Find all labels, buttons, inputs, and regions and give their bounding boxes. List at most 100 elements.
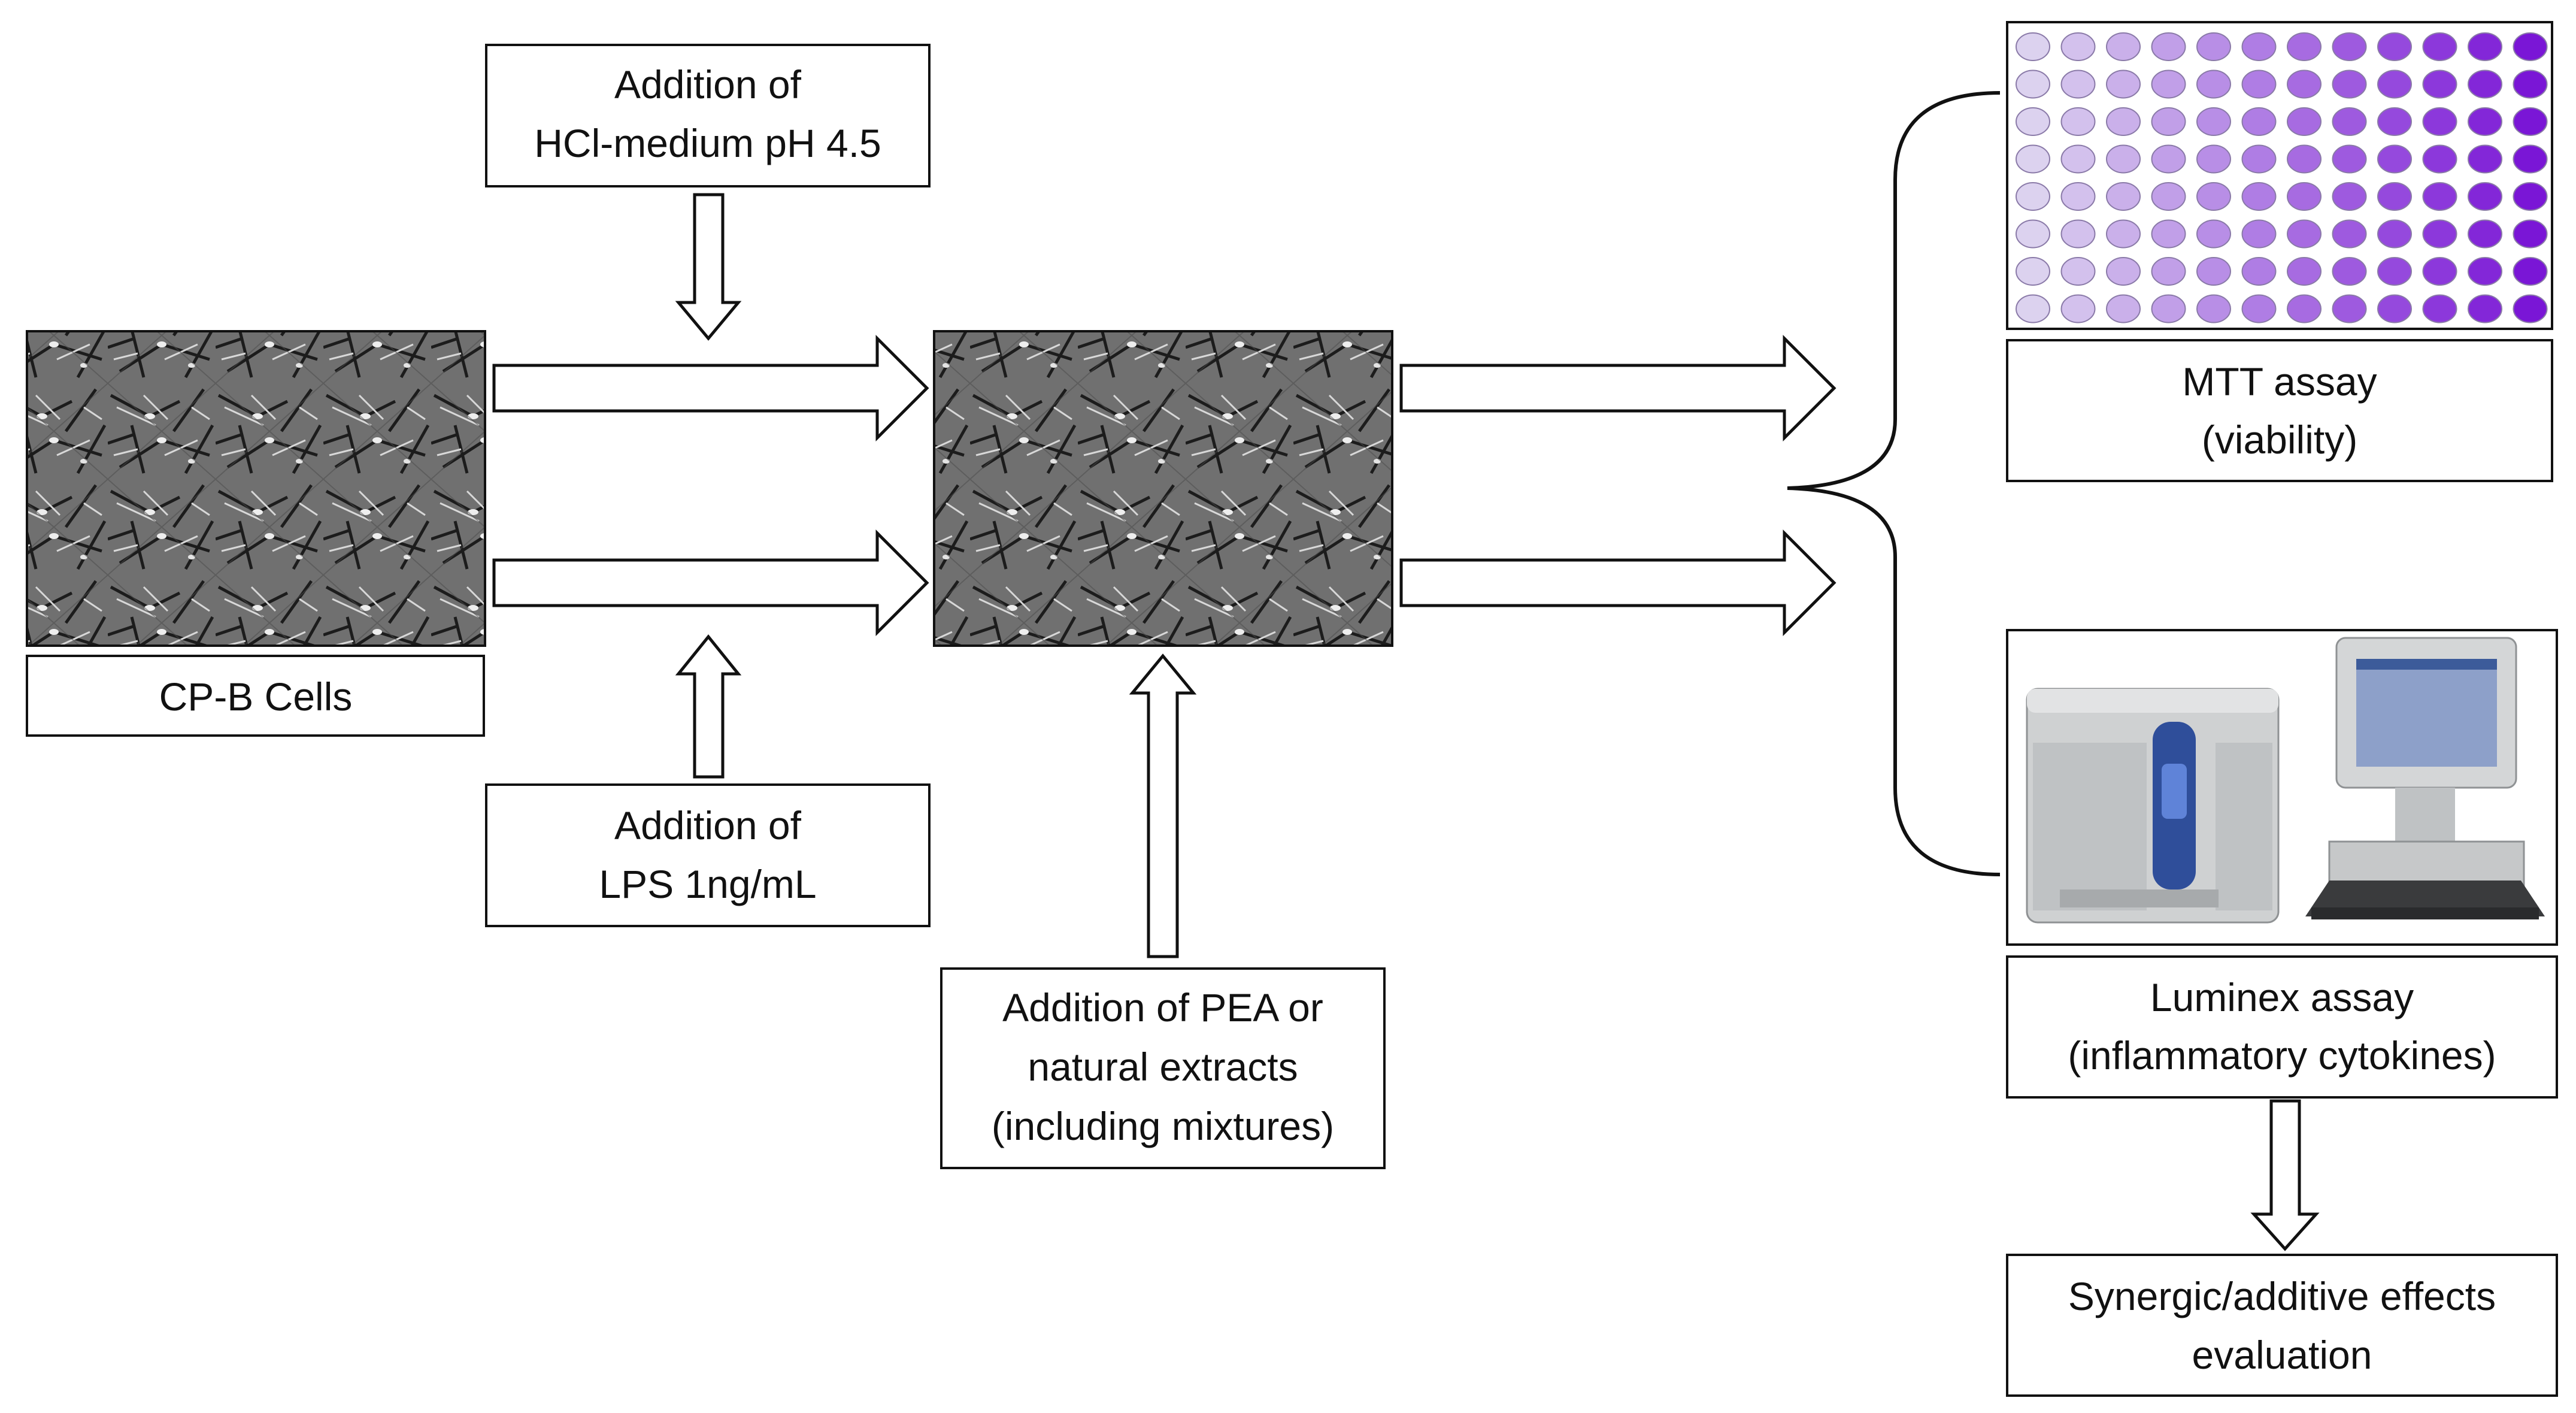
plate-well: [2241, 219, 2277, 249]
plate-well: [2422, 257, 2457, 286]
plate-well: [2060, 257, 2096, 286]
lps-label-line2: LPS 1ng/mL: [599, 862, 816, 906]
plate-well: [2422, 144, 2457, 174]
plate-well: [2287, 69, 2322, 99]
luminex-label-line2: (inflammatory cytokines): [2068, 1033, 2496, 1078]
plate-well: [2513, 32, 2548, 61]
plate-well: [2422, 219, 2457, 249]
plate-well: [2151, 107, 2186, 136]
plate-well: [2422, 294, 2457, 323]
cells-label-box: CP-B Cells: [26, 655, 485, 737]
plate-well: [2513, 257, 2548, 286]
plate-well: [2196, 69, 2231, 99]
plate-well: [2151, 182, 2186, 211]
plate-well: [2016, 144, 2050, 174]
plate-well: [2422, 107, 2457, 136]
mtt-label-line2: (viability): [2202, 417, 2357, 462]
analyzer-icon: [2026, 688, 2280, 924]
plate-well: [2513, 69, 2548, 99]
plate-well: [2377, 294, 2412, 323]
plate-well: [2196, 219, 2231, 249]
plate-well: [2060, 69, 2096, 99]
plate-well: [2332, 294, 2367, 323]
arrow-cells-to-treated-top: [492, 334, 929, 442]
plate-well: [2422, 69, 2457, 99]
plate-well: [2060, 144, 2096, 174]
synergy-box: Synergic/additive effects evaluation: [2006, 1254, 2558, 1397]
plate-well: [2241, 69, 2277, 99]
plate-well: [2332, 69, 2367, 99]
hcl-label-line2: HCl-medium pH 4.5: [534, 121, 881, 165]
plate-well: [2196, 32, 2231, 61]
plate-well: [2513, 294, 2548, 323]
mtt-box: MTT assay (viability): [2006, 339, 2553, 482]
plate-well: [2468, 32, 2502, 61]
plate-well: [2377, 219, 2412, 249]
synergy-label-line1: Synergic/additive effects: [2068, 1274, 2496, 1318]
plate-well: [2377, 182, 2412, 211]
plate-well: [2468, 294, 2502, 323]
plate-wells: [2016, 32, 2548, 323]
plate-well: [2151, 219, 2186, 249]
plate-well: [2332, 257, 2367, 286]
luminex-label-line1: Luminex assay: [2150, 975, 2414, 1019]
plate-well: [2016, 32, 2050, 61]
arrow-luminex-down: [2250, 1099, 2320, 1251]
plate-well: [2377, 69, 2412, 99]
plate-well: [2196, 257, 2231, 286]
plate-well: [2241, 107, 2277, 136]
plate-well: [2377, 257, 2412, 286]
plate-well: [2513, 107, 2548, 136]
plate-well: [2468, 182, 2502, 211]
plate-well: [2151, 69, 2186, 99]
luminex-instrument-image: [2006, 629, 2558, 946]
plate-well: [2106, 107, 2141, 136]
arrow-hcl-down: [675, 193, 742, 341]
plate-well: [2060, 32, 2096, 61]
cells-label: CP-B Cells: [159, 674, 353, 719]
plate-well: [2287, 182, 2322, 211]
plate-well: [2106, 219, 2141, 249]
arrow-treated-to-luminex: [1399, 529, 1836, 637]
plate-well: [2106, 32, 2141, 61]
lps-box: Addition of LPS 1ng/mL: [485, 783, 931, 927]
arrow-pea-up: [1129, 653, 1197, 958]
brace: [1787, 91, 2001, 876]
plate-well: [2287, 32, 2322, 61]
plate-well: [2377, 144, 2412, 174]
plate-well: [2196, 182, 2231, 211]
plate-well: [2106, 257, 2141, 286]
pea-label-line1: Addition of PEA or: [1002, 985, 1323, 1030]
plate-well: [2060, 219, 2096, 249]
plate-well: [2241, 294, 2277, 323]
plate-well: [2060, 107, 2096, 136]
plate-well: [2332, 107, 2367, 136]
plate-well: [2016, 182, 2050, 211]
plate-well: [2287, 219, 2322, 249]
arrow-treated-to-mtt: [1399, 334, 1836, 442]
plate-well: [2287, 257, 2322, 286]
plate-well: [2377, 107, 2412, 136]
computer-icon: [2305, 637, 2545, 919]
plate-well: [2106, 69, 2141, 99]
plate-well: [2241, 257, 2277, 286]
plate-well: [2016, 257, 2050, 286]
well-plate: [2006, 21, 2553, 330]
plate-well: [2151, 257, 2186, 286]
plate-well: [2468, 69, 2502, 99]
plate-well: [2422, 182, 2457, 211]
plate-well: [2151, 144, 2186, 174]
plate-well: [2287, 144, 2322, 174]
synergy-label-line2: evaluation: [2192, 1333, 2372, 1377]
plate-well: [2106, 294, 2141, 323]
plate-well: [2332, 182, 2367, 211]
plate-well: [2513, 182, 2548, 211]
plate-well: [2016, 69, 2050, 99]
hcl-box: Addition of HCl-medium pH 4.5: [485, 44, 931, 187]
arrow-cells-to-treated-bottom: [492, 529, 929, 637]
hcl-label-line1: Addition of: [614, 62, 802, 107]
plate-well: [2241, 182, 2277, 211]
arrow-lps-up: [675, 634, 742, 779]
plate-well: [2513, 144, 2548, 174]
